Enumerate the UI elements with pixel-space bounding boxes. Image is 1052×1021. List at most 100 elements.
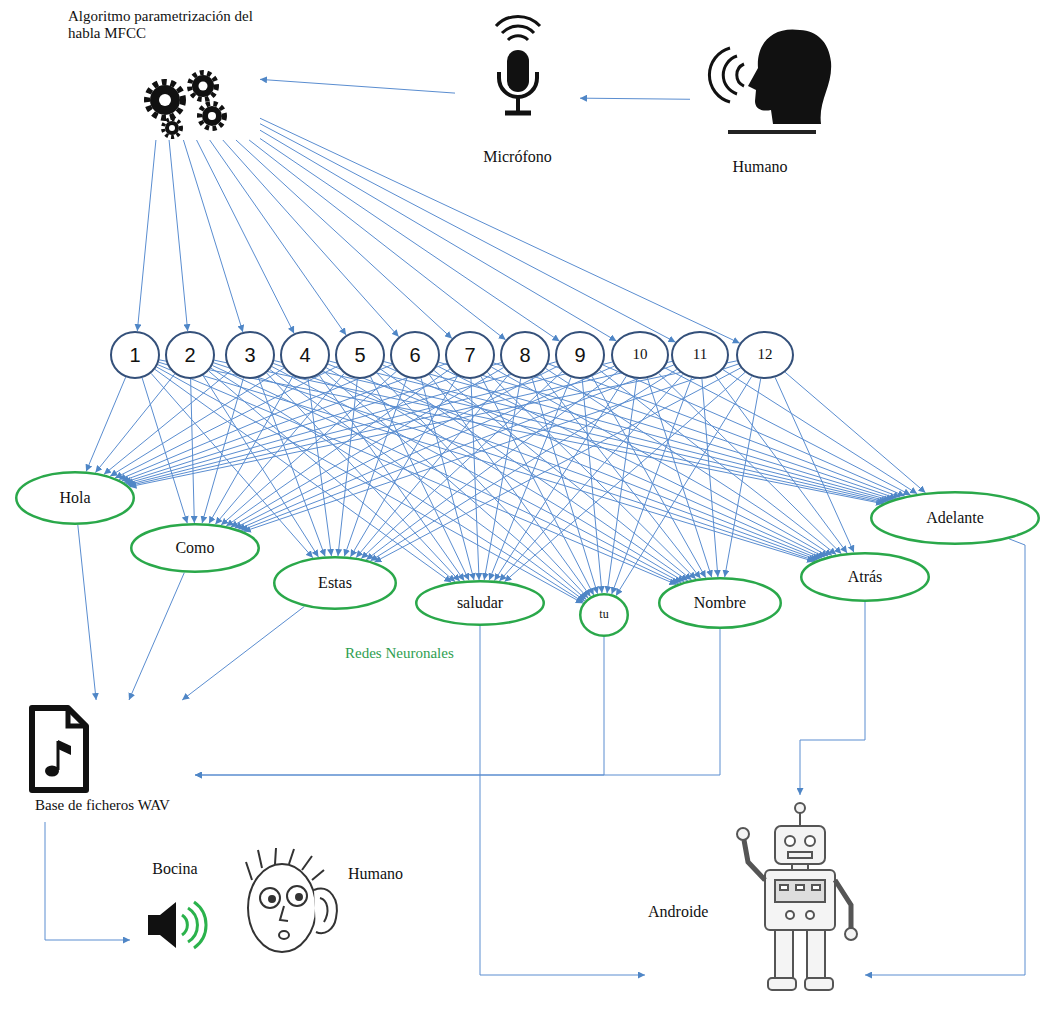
connector-arrow [492, 367, 829, 556]
word-output-neuron: tu [579, 593, 629, 637]
feature-neuron: 5 [335, 331, 385, 379]
connector-arrow [209, 376, 293, 524]
word-output-neuron: Hola [15, 471, 135, 525]
neuron-label: 4 [299, 344, 310, 367]
connector-arrow [865, 539, 1025, 975]
listening-person-icon [246, 848, 337, 952]
neuron-ellipse [556, 332, 604, 378]
wav-database-node: Base de ficheros WAV [10, 700, 195, 822]
neuron-ellipse [16, 472, 134, 524]
neuron-label: 2 [184, 344, 195, 367]
connector-arrow [260, 130, 616, 341]
connector-arrow [607, 379, 637, 593]
icon-caption: Humano [348, 865, 436, 883]
listener-human-node: Humano [240, 845, 440, 960]
neuron-ellipse [274, 557, 396, 609]
icon-caption: Base de ficheros WAV [10, 797, 195, 814]
connector-arrow [142, 378, 187, 523]
neuron-label: Estas [318, 574, 352, 592]
neuron-ellipse [336, 332, 384, 378]
word-output-neuron: Atrás [800, 552, 930, 602]
icon-caption: Humano [690, 158, 830, 176]
connector-arrow [244, 364, 738, 531]
microphone-node: Micrófono [455, 20, 580, 175]
neuron-label: Como [175, 539, 214, 557]
icon-caption: Micrófono [455, 148, 580, 166]
connector-arrow [119, 365, 392, 480]
connector-arrow [504, 372, 745, 581]
neuron-ellipse [737, 332, 793, 378]
word-output-neuron: Estas [273, 556, 397, 610]
connector-arrow [308, 379, 331, 556]
neuron-label: Adelante [926, 509, 984, 527]
neuron-ellipse [446, 332, 494, 378]
connector-arrow [258, 378, 325, 557]
feature-neuron: 11 [671, 331, 729, 379]
android-robot-node: Androide [645, 795, 865, 1010]
icon-caption: Androide [648, 903, 740, 921]
connector-arrow [665, 368, 911, 495]
neuron-ellipse [416, 581, 544, 625]
connector-arrow [182, 606, 304, 700]
feature-neuron: 9 [555, 331, 605, 379]
connector-arrow [715, 375, 847, 553]
neuron-label: 5 [354, 344, 365, 367]
connector-arrow [356, 374, 509, 558]
feature-neuron: 4 [280, 331, 330, 379]
neuron-ellipse [580, 594, 628, 636]
connector-arrow [226, 369, 450, 526]
word-output-neuron: Adelante [870, 491, 1040, 545]
connector-arrow [366, 371, 618, 560]
icon-caption: Bocina [130, 860, 220, 878]
connector-arrow [499, 374, 682, 581]
connector-arrow [159, 360, 882, 504]
connector-arrow [272, 367, 682, 583]
connector-arrow [45, 822, 130, 940]
feature-neuron: 1 [110, 331, 160, 379]
connector-arrow [159, 362, 814, 561]
gear-icon [147, 73, 225, 138]
neuron-ellipse [871, 492, 1039, 544]
connector-arrow [319, 375, 464, 581]
neuron-label: saludar [457, 594, 503, 612]
connector-arrow [603, 365, 905, 496]
word-output-neuron: Nombre [658, 577, 782, 629]
speaker-icon [148, 902, 206, 948]
connector-arrow [115, 366, 338, 478]
connector-arrow [702, 379, 718, 577]
network-caption: Redes Neuronales [345, 645, 454, 662]
connector-arrow [647, 378, 711, 577]
connector-arrow [344, 378, 407, 557]
feature-neuron: 10 [611, 331, 669, 379]
neuron-label: 10 [633, 346, 648, 363]
speaking-head-icon [709, 29, 831, 134]
neuron-ellipse [612, 332, 668, 378]
connector-arrow [370, 369, 676, 560]
neuron-label: 9 [574, 344, 585, 367]
neuron-label: 12 [758, 346, 773, 363]
connector-arrow [127, 362, 612, 485]
connector-arrow [532, 378, 598, 594]
connector-arrow [95, 374, 174, 473]
word-output-neuron: saludar [415, 580, 545, 626]
connector-arrow [260, 118, 740, 343]
connector-arrow [350, 376, 457, 557]
feature-neuron: 2 [165, 331, 215, 379]
connector-arrow [223, 140, 399, 337]
connector-arrow [249, 140, 505, 340]
neuron-ellipse [166, 332, 214, 378]
connector-arrow [481, 377, 594, 595]
connector-arrow [195, 637, 604, 775]
connector-arrow [800, 602, 865, 795]
connector-arrow [592, 376, 706, 578]
connector-arrow [260, 124, 676, 342]
icon-caption: Algoritmo parametrización del habla MFCC [68, 8, 256, 43]
feature-neuron: 7 [445, 331, 495, 379]
connector-arrow [434, 371, 692, 580]
word-output-neuron: Como [130, 523, 260, 573]
connector-arrow [212, 366, 678, 584]
connector-arrow [197, 140, 295, 333]
robot-android-icon [737, 803, 857, 990]
